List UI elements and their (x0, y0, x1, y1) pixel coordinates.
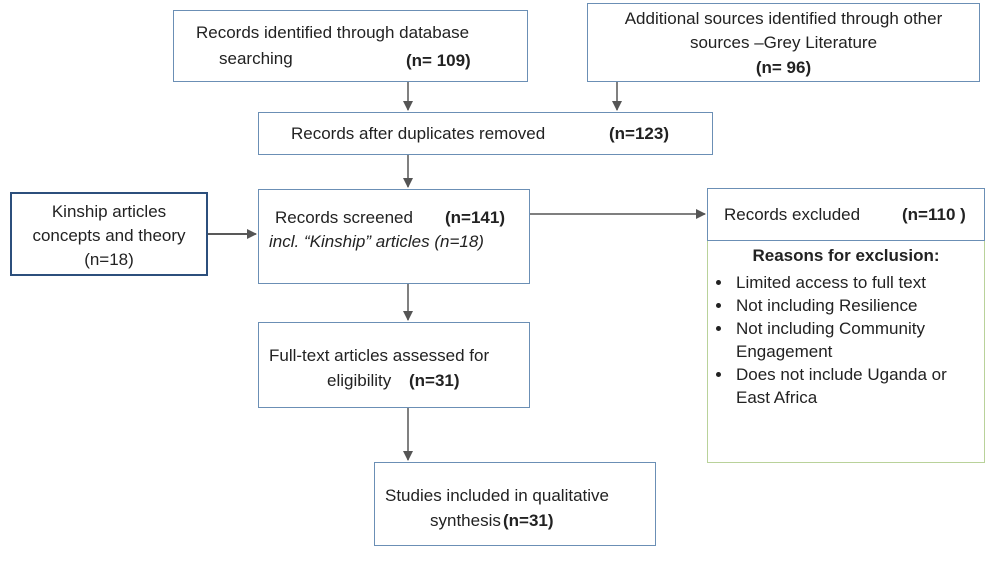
screened-count: (n=141) (445, 208, 505, 227)
kinship-line1: Kinship articles (51, 202, 167, 221)
fulltext-line2: eligibility (327, 371, 392, 390)
kinship-line2: concepts and theory (32, 226, 186, 245)
fulltext-assessed-box: Full-text articles assessed for eligibil… (258, 322, 530, 408)
screened-label: Records screened (275, 208, 413, 227)
database-line1: Records identified through database (196, 23, 470, 42)
reason-continuation: Engagement (736, 342, 833, 361)
reasons-title: Reasons for exclusion: (752, 246, 940, 265)
duplicates-label: Records after duplicates removed (291, 124, 546, 143)
records-screened-box: Records screened (n=141) incl. “Kinship”… (258, 189, 530, 284)
reason-item: Not including Resilience (710, 294, 947, 317)
excluded-count: (n=110 ) (902, 205, 966, 224)
exclusion-reasons-box: Reasons for exclusion: Limited access to… (707, 241, 985, 463)
database-records-box: Records identified through database sear… (173, 10, 528, 82)
included-count: (n=31) (503, 511, 554, 530)
kinship-articles-box: Kinship articles concepts and theory (n=… (10, 192, 208, 276)
database-count: (n= 109) (406, 51, 471, 70)
records-excluded-box: Records excluded (n=110 ) (707, 188, 985, 241)
included-line2: synthesis (430, 511, 501, 530)
screened-note: incl. “Kinship” articles (n=18) (269, 232, 484, 251)
additional-sources-box: Additional sources identified through ot… (587, 3, 980, 82)
additional-line1: Additional sources identified through ot… (624, 9, 943, 28)
reasons-list: Limited access to full text Not includin… (710, 271, 947, 409)
excluded-label: Records excluded (724, 205, 861, 224)
duplicates-removed-box: Records after duplicates removed (n=123) (258, 112, 713, 155)
kinship-line3: (n=18) (84, 250, 134, 269)
fulltext-count: (n=31) (409, 371, 460, 390)
database-line2: searching (219, 49, 293, 68)
fulltext-line1: Full-text articles assessed for (269, 346, 490, 365)
duplicates-count: (n=123) (609, 124, 669, 143)
additional-line2: sources –Grey Literature (689, 33, 878, 52)
reason-item: Limited access to full text (710, 271, 947, 294)
additional-count: (n= 96) (755, 58, 812, 77)
studies-included-box: Studies included in qualitative synthesi… (374, 462, 656, 546)
included-line1: Studies included in qualitative (385, 486, 609, 505)
reason-continuation: East Africa (736, 388, 818, 407)
